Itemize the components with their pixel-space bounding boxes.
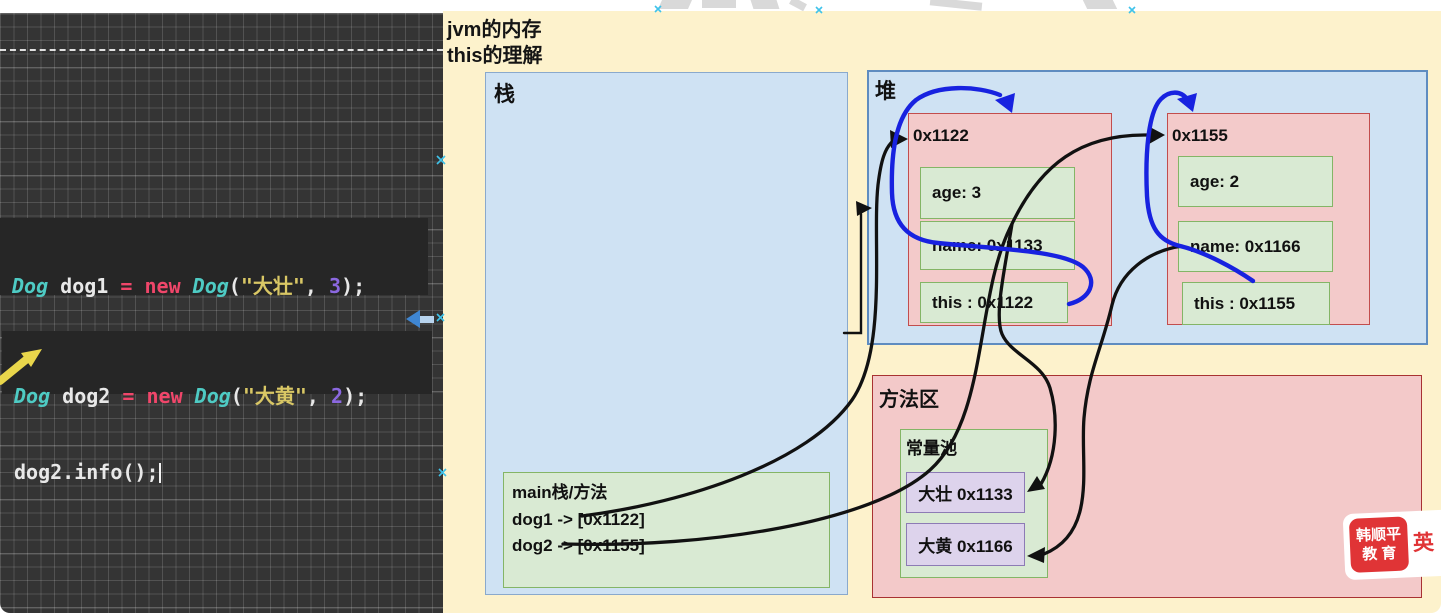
guide-dashed-line — [0, 49, 443, 51]
object1-address: 0x1122 — [913, 126, 969, 145]
brand-suffix-char: 英 — [1412, 531, 1435, 556]
diagram-title-line2: this的理解 — [447, 45, 543, 67]
stack-frame-entry-dog2: dog2 -> [0x1155] — [512, 536, 645, 555]
watermark-fragment — [657, 0, 693, 9]
watermark-fragment — [702, 0, 736, 8]
object2-field-name[interactable]: name: 0x1166 — [1178, 221, 1333, 272]
pool-entry-dahuang[interactable]: 大黄 0x1166 — [906, 523, 1025, 566]
pool-entry-text: 大壮 0x1133 — [918, 485, 1013, 504]
object1-field-name[interactable]: name: 0x1133 — [920, 221, 1075, 270]
code-line: Dog dog2 = new Dog("大黄", 2); — [14, 384, 368, 408]
brand-logo-red-square: 韩顺平 教 育 — [1348, 516, 1410, 573]
code-block-dog1[interactable]: Dog dog1 = new Dog("大壮", 3); dog1.info()… — [0, 218, 428, 377]
stack-frame-title: main栈/方法 — [512, 483, 608, 502]
object1-field-this[interactable]: this : 0x1122 — [920, 282, 1068, 323]
stack-label: 栈 — [494, 83, 515, 106]
diagram-title-line1: jvm的内存 — [447, 19, 542, 41]
brand-name-line1: 韩顺平 — [1355, 525, 1402, 545]
object2-field-age[interactable]: age: 2 — [1178, 156, 1333, 207]
code-line: dog2.info(); — [14, 460, 161, 484]
code-editor-panel: Dog dog1 = new Dog("大壮", 3); dog1.info()… — [0, 13, 443, 613]
code-line: Dog dog1 = new Dog("大壮", 3); — [12, 274, 366, 298]
heap-label: 堆 — [875, 80, 896, 103]
field-text: this : 0x1155 — [1194, 293, 1296, 313]
code-block-dog2[interactable]: Dog dog2 = new Dog("大黄", 2); dog2.info()… — [2, 331, 432, 484]
brand-logo: 韩顺平 教 育 英 — [1342, 509, 1441, 581]
stack-frame-entry-dog1: dog1 -> [0x1122] — [512, 509, 645, 529]
main-stack-frame[interactable]: main栈/方法 dog1 -> [0x1122] dog2 -> [0x115… — [503, 472, 830, 588]
pool-entry-dazhuang[interactable]: 大壮 0x1133 — [906, 472, 1025, 513]
constant-pool-label: 常量池 — [906, 439, 957, 458]
method-area-label: 方法区 — [879, 389, 939, 411]
object1-field-age[interactable]: age: 3 — [920, 167, 1075, 219]
object2-field-this[interactable]: this : 0x1155 — [1182, 282, 1330, 325]
field-text: this : 0x1122 — [932, 292, 1034, 312]
watermark-fragment — [789, 0, 807, 12]
object2-address: 0x1155 — [1172, 126, 1228, 145]
watermark-fragment — [750, 0, 780, 9]
field-text: name: 0x1133 — [932, 235, 1043, 255]
brand-name-line2: 教 育 — [1361, 544, 1397, 564]
pool-entry-text: 大黄 0x1166 — [918, 537, 1013, 556]
field-text: age: 3 — [932, 183, 982, 202]
watermark-fragment — [1082, 0, 1118, 9]
watermark-fragment — [929, 0, 983, 11]
field-text: name: 0x1166 — [1190, 236, 1301, 256]
field-text: age: 2 — [1190, 171, 1240, 191]
text-caret — [158, 463, 161, 483]
